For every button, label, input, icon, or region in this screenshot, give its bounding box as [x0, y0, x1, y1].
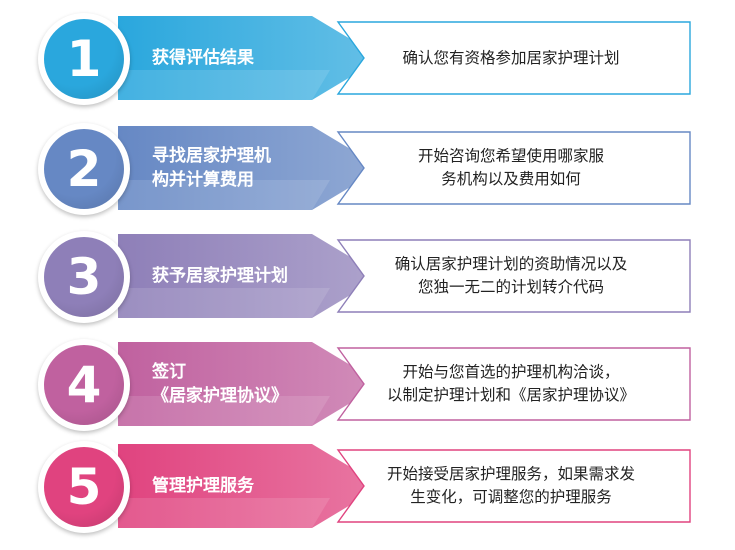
step-description-line: 以制定护理计划和《居家护理协议》 — [386, 386, 635, 404]
step-number: 5 — [44, 447, 124, 527]
step-band — [118, 16, 382, 100]
step-arrow — [118, 444, 691, 528]
step-band — [118, 234, 382, 318]
step-band-shade — [118, 498, 330, 528]
step-title-line: 签订 — [152, 362, 186, 382]
step-title: 管理护理服务 — [152, 474, 342, 498]
step-description-line: 您独一无二的计划转介代码 — [417, 278, 604, 296]
step-number-circle: 4 — [38, 339, 130, 431]
step-description-box — [336, 449, 691, 523]
step-number: 3 — [44, 237, 124, 317]
step-description-box — [336, 347, 691, 421]
step-description: 确认居家护理计划的资助情况以及您独一无二的计划转介代码 — [343, 240, 679, 312]
step-band — [118, 126, 382, 210]
step-description: 开始与您首选的护理机构洽谈， 以制定护理计划和《居家护理协议》 — [343, 348, 679, 420]
step-description-line: 确认您有资格参加居家护理计划 — [402, 48, 620, 67]
step-band — [118, 444, 382, 528]
step-title-line: 构并计算费用 — [152, 170, 254, 190]
step-description: 确认您有资格参加居家护理计划 — [343, 22, 679, 94]
step-arrow — [118, 342, 691, 426]
step-description-line: 务机构以及费用如何 — [441, 170, 581, 188]
step-description-line: 生变化，可调整您的护理服务 — [410, 488, 612, 506]
step-arrow — [118, 234, 691, 318]
step-number: 2 — [44, 129, 124, 209]
step-title: 获得评估结果 — [152, 46, 342, 70]
step-band-shade — [118, 396, 330, 426]
step-arrow — [118, 126, 691, 210]
step-description-box — [336, 131, 691, 205]
step-description: 开始接受居家护理服务，如果需求发生变化，可调整您的护理服务 — [343, 450, 679, 522]
step-title: 获予居家护理计划 — [152, 264, 342, 288]
step-arrow — [118, 16, 691, 100]
step-description: 开始咨询您希望使用哪家服务机构以及费用如何 — [343, 132, 679, 204]
step-number-circle: 1 — [38, 13, 130, 105]
step-3: 3 获予居家护理计划 确认居家护理计划的资助情况以及您独一无二的计划转介代码 — [0, 226, 735, 326]
step-band — [118, 342, 382, 426]
step-band-shade — [118, 288, 330, 318]
step-title-line: 获予居家护理计划 — [152, 266, 288, 286]
step-title-line: 管理护理服务 — [152, 476, 254, 496]
step-number: 4 — [44, 345, 124, 425]
step-number-circle: 5 — [38, 441, 130, 533]
step-description-line: 开始咨询您希望使用哪家服 — [417, 147, 604, 165]
step-title: 寻找居家护理机构并计算费用 — [152, 144, 342, 192]
step-4: 4 签订《居家护理协议》 开始与您首选的护理机构洽谈， 以制定护理计划和《居家护理协议… — [0, 334, 735, 434]
step-description-line: 开始接受居家护理服务，如果需求发 — [386, 465, 635, 483]
step-description-line: 确认居家护理计划的资助情况以及 — [394, 255, 628, 273]
step-band-shade — [118, 70, 330, 100]
step-title: 签订《居家护理协议》 — [152, 360, 342, 408]
step-5: 5 管理护理服务 开始接受居家护理服务，如果需求发生变化，可调整您的护理服务 — [0, 436, 735, 536]
step-band-shade — [118, 180, 330, 210]
step-1: 1 获得评估结果 确认您有资格参加居家护理计划 — [0, 8, 735, 108]
step-number-circle: 3 — [38, 231, 130, 323]
step-description-line: 开始与您首选的护理机构洽谈， — [402, 363, 620, 381]
step-description-box — [336, 239, 691, 313]
step-number-circle: 2 — [38, 123, 130, 215]
step-description-box — [336, 21, 691, 95]
step-title-line: 《居家护理协议》 — [152, 386, 288, 406]
step-number: 1 — [44, 19, 124, 99]
step-title-line: 获得评估结果 — [152, 48, 254, 68]
step-title-line: 寻找居家护理机 — [152, 146, 271, 166]
